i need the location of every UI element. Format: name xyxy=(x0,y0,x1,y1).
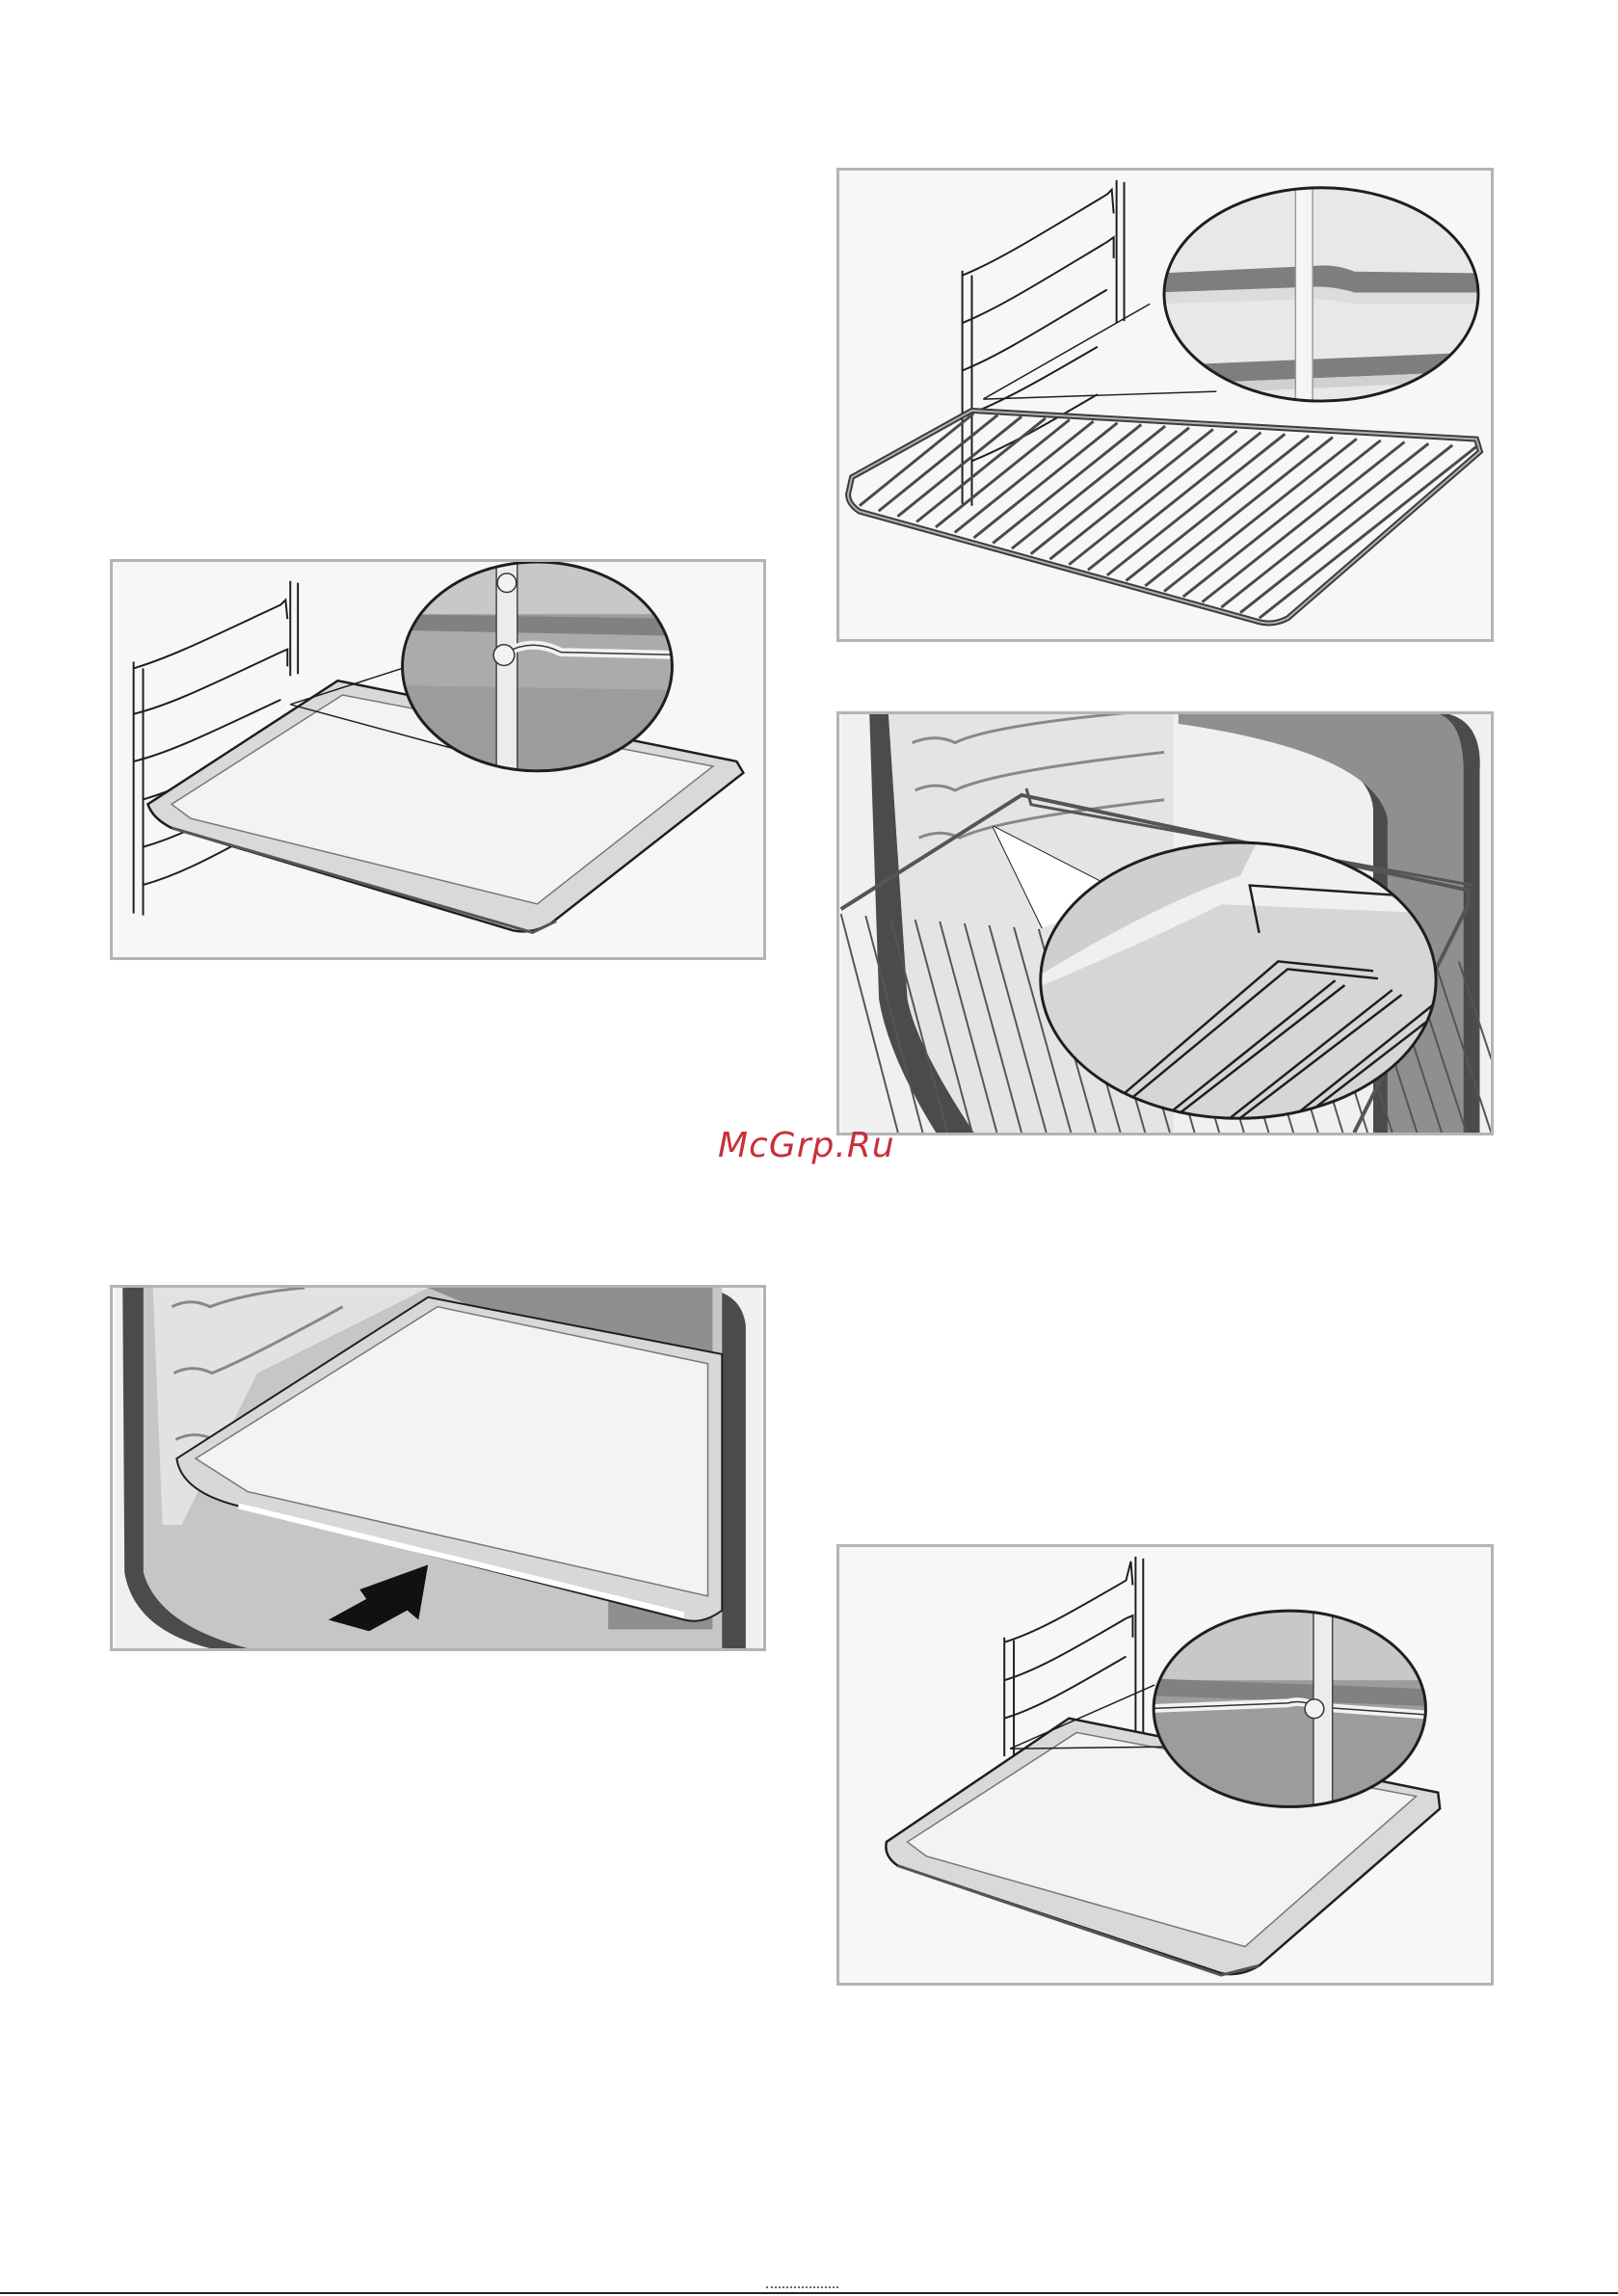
figure-rack-in-oven xyxy=(836,711,1494,1135)
baking-tray-on-shelf-support-icon xyxy=(839,1547,1491,1983)
page-footer-marks xyxy=(766,2286,838,2294)
figure-insert-tray xyxy=(110,1285,766,1651)
tray-insert-arrow-icon xyxy=(113,1288,763,1648)
wire-rack-in-oven-icon xyxy=(839,714,1491,1133)
baking-tray-on-shelf-support-icon xyxy=(113,562,763,957)
figure-tray-on-runner xyxy=(110,559,766,960)
watermark: McGrp.Ru xyxy=(718,1126,895,1165)
figure-tray-on-runner-2 xyxy=(836,1544,1494,1986)
figure-rack-on-runner xyxy=(836,168,1494,642)
wire-rack-on-shelf-support-icon xyxy=(839,171,1491,639)
